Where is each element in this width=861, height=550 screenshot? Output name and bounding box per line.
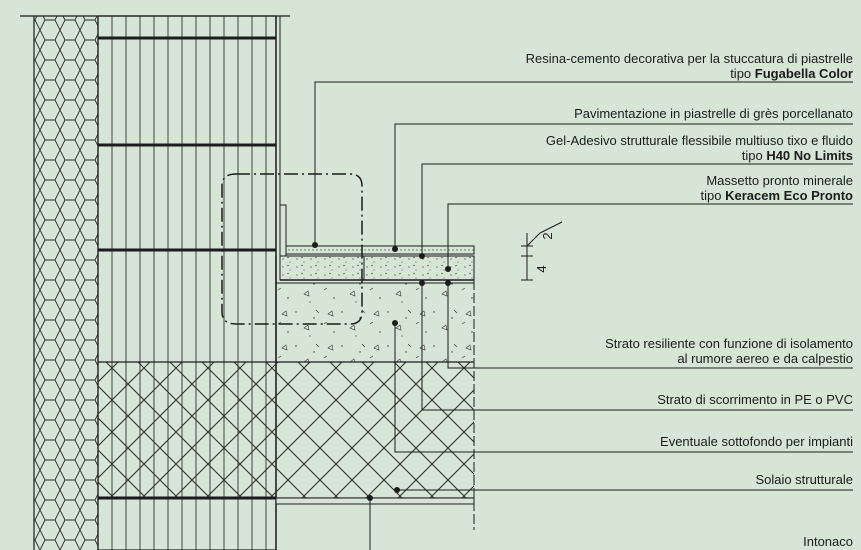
label-product-name: Fugabella Color — [755, 66, 853, 81]
perimeter-edge-strip — [275, 204, 287, 362]
label-solaio: Solaio strutturale — [755, 472, 853, 487]
label-strato-resiliente: Strato resiliente con funzione di isolam… — [605, 336, 853, 351]
leader-dots — [312, 242, 451, 501]
label-massetto: Massetto pronto minerale — [706, 173, 853, 188]
label-massetto-type: tipo Keracem Eco Pronto — [701, 188, 854, 203]
label-prefix: tipo — [730, 66, 755, 81]
plaster-layer — [275, 497, 475, 505]
label-prefix: tipo — [701, 188, 726, 203]
floor-finish — [279, 245, 475, 284]
label-resina-cemento-type: tipo Fugabella Color — [730, 66, 853, 81]
label-gel-adesivo-type: tipo H40 No Limits — [742, 148, 853, 163]
screed-layer — [276, 282, 474, 362]
label-resina-cemento: Resina-cemento decorativa per la stuccat… — [526, 51, 853, 66]
label-gel-adesivo: Gel-Adesivo strutturale flessibile multi… — [546, 133, 853, 148]
label-sottofondo: Eventuale sottofondo per impianti — [660, 434, 853, 449]
label-strato-resiliente-2: al rumore aereo e da calpestio — [677, 351, 853, 366]
label-product-name: H40 No Limits — [766, 148, 853, 163]
label-pavimentazione: Pavimentazione in piastrelle di grès por… — [574, 106, 853, 121]
label-strato-scorrimento: Strato di scorrimento in PE o PVC — [657, 392, 853, 407]
detail-callout-outline — [221, 173, 363, 325]
label-intonaco: Intonaco — [803, 534, 853, 549]
dimension-4: 4 — [534, 265, 549, 272]
label-prefix: tipo — [742, 148, 767, 163]
wall-insulation-layer — [20, 15, 290, 550]
leader-lines — [314, 81, 853, 550]
label-product-name: Keracem Eco Pronto — [725, 188, 853, 203]
dimension-marks — [521, 221, 563, 281]
dimension-2: 2 — [540, 232, 555, 239]
